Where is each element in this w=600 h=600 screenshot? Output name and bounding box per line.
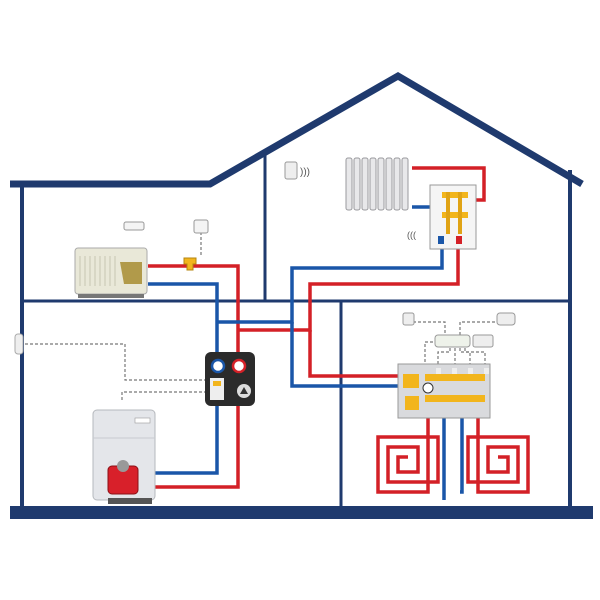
boiler (92, 409, 156, 504)
radiator (345, 157, 409, 211)
room-thermostat-floor-2 (496, 312, 516, 326)
floor-coil-right (460, 415, 530, 494)
boiler-control-panel (134, 417, 151, 424)
roof-line (10, 71, 584, 188)
room-thermostat-left (193, 219, 209, 234)
wiring-center (434, 334, 471, 348)
boiler-flow-pipe (155, 405, 240, 489)
floor-manifold (397, 363, 491, 419)
upper-return-pipe (217, 248, 444, 324)
convector-switch (123, 221, 145, 231)
floor-coil-left (376, 415, 446, 500)
wireless-signal-icon-2: ((( (407, 230, 416, 240)
controller (472, 334, 494, 348)
mixing-pump-icon (422, 382, 434, 394)
boiler-return-pipe (155, 405, 219, 475)
ground-slab (10, 506, 593, 519)
room-thermostat-floor-1 (402, 312, 415, 326)
control-wires (25, 232, 505, 400)
thermometer-cold-icon (210, 358, 226, 374)
convector-flow-pipe (148, 264, 240, 352)
upper-flow-pipe (238, 248, 460, 332)
house-outline (10, 71, 584, 508)
upper-manifold (429, 184, 477, 250)
wireless-signal-icon: ))) (300, 167, 310, 178)
radiator-flow-pipe (412, 166, 486, 202)
thermometer-hot-icon (231, 358, 247, 374)
convector-heater (74, 247, 148, 298)
pump-station (205, 352, 255, 406)
thermostat-upper (284, 161, 298, 180)
convector-return-pipe (148, 282, 219, 352)
floor-flow-pipe (308, 330, 402, 378)
pipes (148, 166, 530, 500)
floor-return-pipe (290, 322, 402, 388)
thermostatic-valve (183, 257, 197, 271)
wall-sensor (14, 333, 24, 355)
